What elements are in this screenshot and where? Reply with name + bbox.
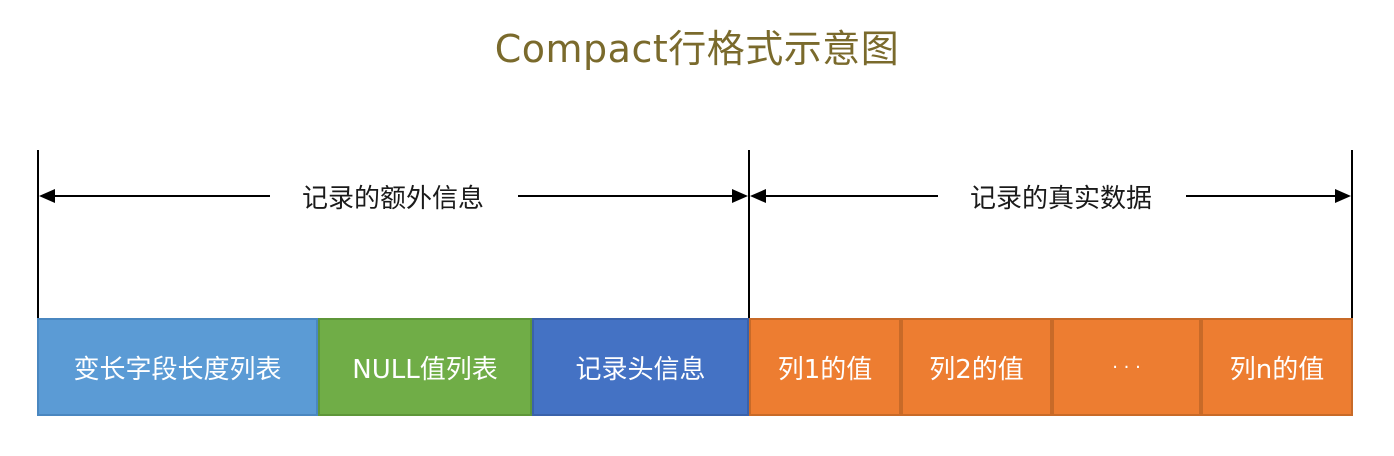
column-n-value-box: 列n的值	[1201, 318, 1353, 416]
column-2-value-box: 列2的值	[901, 318, 1052, 416]
ellipsis-box: · · ·	[1052, 318, 1201, 416]
real-data-right-line	[1186, 195, 1336, 197]
real-data-left-line	[764, 195, 938, 197]
left-boundary-line	[37, 150, 39, 318]
extra-info-left-arrowhead	[39, 189, 55, 203]
extra-info-right-line	[518, 195, 732, 197]
var-length-field-list-box: 变长字段长度列表	[37, 318, 318, 416]
extra-info-label: 记录的额外信息	[301, 184, 484, 214]
extra-info-left-line	[52, 195, 270, 197]
right-boundary-line	[1351, 150, 1353, 318]
null-value-list-box: NULL值列表	[318, 318, 532, 416]
real-data-left-arrowhead	[750, 189, 766, 203]
extra-info-right-arrowhead	[732, 189, 748, 203]
real-data-label: 记录的真实数据	[969, 184, 1152, 214]
column-1-value-box: 列1的值	[749, 318, 901, 416]
diagram-title: Compact行格式示意图	[494, 27, 900, 71]
middle-boundary-line	[748, 150, 750, 318]
real-data-right-arrowhead	[1335, 189, 1351, 203]
record-header-box: 记录头信息	[532, 318, 749, 416]
